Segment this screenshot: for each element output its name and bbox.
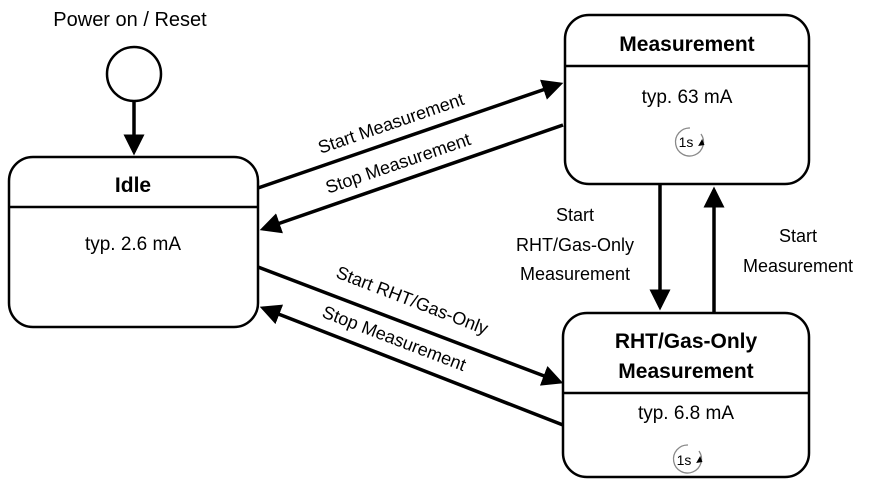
timer-icon: 1s — [672, 444, 703, 474]
transition-idle-to-rht — [257, 265, 564, 386]
state-measurement: Measurement typ. 63 mA 1s — [563, 13, 811, 186]
label-start-rht-vertical-3: Measurement — [520, 264, 630, 284]
state-rht-name-line1: RHT/Gas-Only — [615, 330, 758, 353]
state-idle-name: Idle — [115, 174, 151, 197]
state-measurement-current: typ. 63 mA — [642, 87, 733, 108]
power-on-reset-label: Power on / Reset — [53, 9, 207, 31]
transition-measurement-to-idle — [259, 123, 564, 234]
timer-label: 1s — [679, 134, 694, 150]
label-start-measurement-vertical-2: Measurement — [743, 256, 853, 276]
state-measurement-name: Measurement — [619, 33, 754, 56]
state-rht-current: typ. 6.8 mA — [638, 403, 734, 424]
label-start-measurement-vertical-1: Start — [779, 226, 817, 246]
label-start-rht-vertical-2: RHT/Gas-Only — [516, 235, 634, 255]
state-rht-name-line2: Measurement — [618, 360, 753, 383]
state-rht-gas-only: RHT/Gas-Only Measurement typ. 6.8 mA 1s — [561, 311, 811, 479]
initial-state-circle — [105, 45, 163, 103]
transition-idle-to-measurement — [257, 79, 564, 190]
timer-label: 1s — [677, 452, 692, 468]
label-start-rht-vertical-1: Start — [556, 205, 594, 225]
transition-rht-to-idle — [259, 304, 564, 427]
timer-icon: 1s — [674, 127, 705, 157]
state-idle-current: typ. 2.6 mA — [85, 234, 181, 255]
state-idle: Idle typ. 2.6 mA — [7, 155, 260, 329]
